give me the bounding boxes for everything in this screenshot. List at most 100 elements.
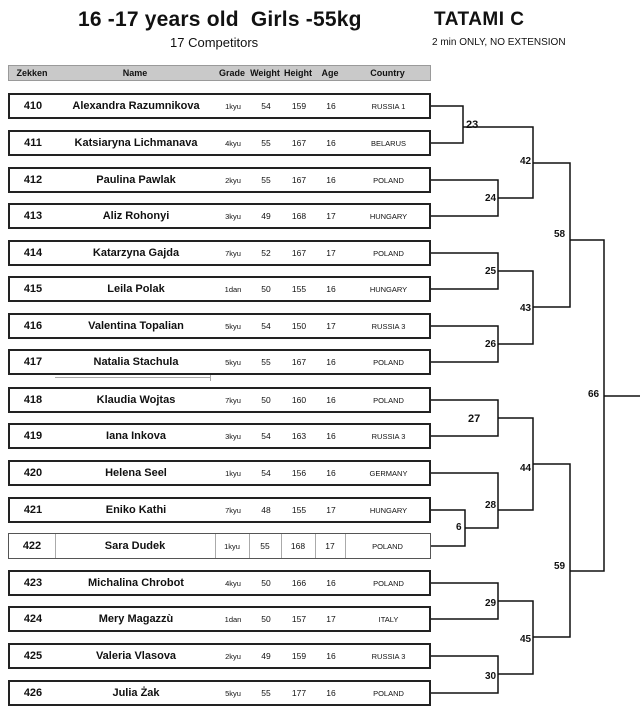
zekken-cell: 415 [23,283,43,295]
grade-cell: 3kyu [225,431,241,441]
match-number: 44 [520,463,532,474]
name-cell: Katsiaryna Lichmanava [74,137,198,149]
match-number: 26 [485,339,497,350]
zekken-cell: 421 [23,504,43,516]
weight-cell: 54 [261,321,271,331]
name-cell: Iana Inkova [106,430,166,442]
age-cell: 17 [325,541,335,551]
age-cell: 16 [326,651,336,661]
match-number: 6 [456,522,462,533]
height-cell: 155 [291,284,307,294]
height-cell: 166 [291,578,307,588]
age-cell: 16 [326,395,336,405]
cell-divider [55,534,56,558]
age-cell: 17 [326,321,336,331]
height-cell: 167 [291,248,307,258]
match-number: 43 [520,303,532,314]
col-country: Country [370,68,405,78]
age-cell: 16 [326,284,336,294]
age-cell: 17 [326,211,336,221]
grade-cell: 4kyu [225,138,241,148]
zekken-cell: 425 [23,650,43,662]
name-cell: Sara Dudek [104,540,166,552]
event-title: 16 -17 years old Girls -55kg [78,8,362,31]
weight-cell: 55 [261,688,271,698]
grade-cell: 5kyu [225,321,241,331]
tatami-label: TATAMI C [434,9,525,30]
weight-cell: 50 [261,578,271,588]
zekken-cell: 422 [22,540,42,552]
bracket-line [431,399,499,437]
height-cell: 167 [291,138,307,148]
age-cell: 17 [326,248,336,258]
zekken-cell: 417 [23,356,43,368]
country-cell: POLAND [373,175,404,185]
country-cell: GERMANY [369,468,408,478]
grade-cell: 4kyu [225,578,241,588]
age-cell: 16 [326,688,336,698]
zekken-cell: 414 [23,247,43,259]
country-cell: ITALY [378,614,399,624]
age-cell: 16 [326,138,336,148]
height-cell: 163 [291,431,307,441]
name-cell: Leila Polak [107,283,165,295]
height-cell: 167 [291,357,307,367]
cell-divider [249,534,250,558]
match-number: 25 [485,266,497,277]
match-number: 27 [468,413,481,425]
grade-cell: 1dan [224,284,242,294]
country-cell: HUNGARY [369,211,408,221]
zekken-cell: 411 [24,137,42,149]
match-number: 42 [520,156,532,167]
name-cell: Aliz Rohonyi [102,210,170,222]
col-zekken: Zekken [16,68,48,78]
height-cell: 177 [291,688,307,698]
height-cell: 156 [291,468,307,478]
weight-cell: 55 [261,175,271,185]
bracket-line [431,105,464,144]
row-divider [55,377,210,378]
name-cell: Mery Magazzù [98,613,174,625]
country-cell: RUSSIA 3 [371,321,406,331]
cell-divider [215,534,216,558]
age-cell: 17 [326,614,336,624]
weight-cell: 55 [260,541,270,551]
zekken-cell: 423 [23,577,43,589]
height-cell: 155 [291,505,307,515]
col-age: Age [321,68,339,78]
grade-cell: 1kyu [224,541,240,551]
height-cell: 167 [291,175,307,185]
zekken-cell: 419 [23,430,43,442]
col-weight: Weight [250,68,280,78]
age-cell: 17 [326,505,336,515]
height-cell: 150 [291,321,307,331]
bracket-line [431,472,499,529]
zekken-cell: 412 [23,174,43,186]
age-cell: 16 [326,578,336,588]
weight-cell: 52 [261,248,271,258]
zekken-cell: 418 [23,394,43,406]
row-divider-tick [210,375,211,381]
weight-cell: 50 [261,614,271,624]
grade-cell: 1dan [224,614,242,624]
name-cell: Valeria Vlasova [95,650,177,662]
name-cell: Klaudia Wojtas [96,394,176,406]
weight-cell: 49 [261,651,271,661]
country-cell: POLAND [373,357,404,367]
age-cell: 16 [326,357,336,367]
cell-divider [315,534,316,558]
age-cell: 16 [326,468,336,478]
weight-cell: 54 [261,101,271,111]
match-number: 66 [588,389,600,400]
height-cell: 168 [290,541,306,551]
weight-cell: 54 [261,468,271,478]
zekken-cell: 416 [23,320,43,332]
